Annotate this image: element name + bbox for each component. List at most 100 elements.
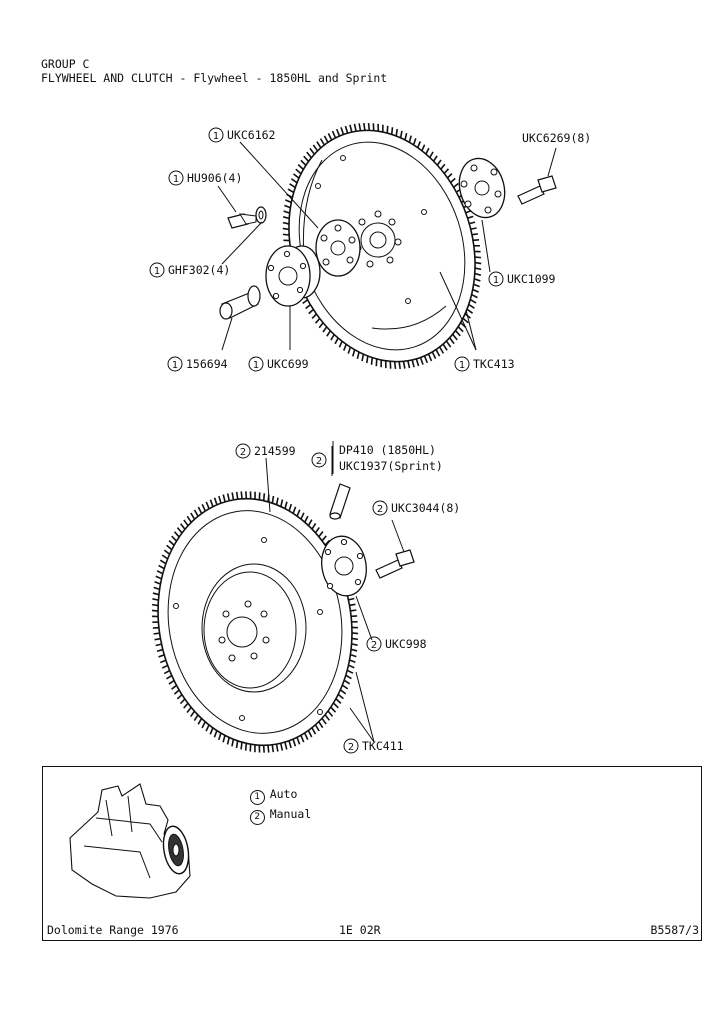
svg-text:1: 1 xyxy=(213,131,219,142)
gear-tooth xyxy=(318,322,324,329)
gear-tooth xyxy=(166,544,173,551)
gear-tooth xyxy=(262,493,266,501)
gear-tooth xyxy=(341,684,349,690)
gear-tooth xyxy=(306,151,312,159)
gear-tooth xyxy=(271,495,275,504)
page-title: FLYWHEEL AND CLUTCH - Flywheel - 1850HL … xyxy=(41,71,388,85)
gear-tooth xyxy=(296,509,301,517)
gear-tooth xyxy=(327,132,333,141)
drive-plate-ukc6162 xyxy=(315,219,361,277)
gear-tooth xyxy=(163,669,170,675)
gear-tooth xyxy=(330,334,335,341)
gear-tooth xyxy=(350,648,358,652)
gear-tooth xyxy=(349,124,353,133)
gear-tooth xyxy=(161,554,169,560)
gear-tooth xyxy=(365,355,369,364)
svg-text:UKC6269(8): UKC6269(8) xyxy=(522,131,591,145)
gear-tooth xyxy=(395,128,399,137)
gear-tooth xyxy=(318,531,324,538)
gear-tooth xyxy=(472,288,479,293)
gear-tooth xyxy=(282,221,290,225)
gear-tooth xyxy=(442,343,448,351)
adaptor-ukc699 xyxy=(265,245,321,307)
dowel-dp410 xyxy=(329,483,351,520)
gear-tooth xyxy=(322,326,328,333)
gear-tooth xyxy=(244,743,248,751)
gear-tooth xyxy=(398,361,401,370)
gear-tooth xyxy=(370,357,374,365)
gear-tooth xyxy=(407,360,411,369)
gear-tooth xyxy=(308,308,314,315)
gear-tooth xyxy=(290,178,298,184)
bolt-ukc3044 xyxy=(375,549,415,579)
gear-tooth xyxy=(159,559,167,565)
svg-text:2: 2 xyxy=(240,447,246,458)
gear-tooth xyxy=(159,659,167,664)
gear-tooth xyxy=(155,643,162,647)
gear-tooth xyxy=(152,592,160,596)
gear-tooth xyxy=(331,130,337,139)
gear-tooth xyxy=(350,653,357,658)
gear-tooth xyxy=(288,740,292,749)
gear-tooth xyxy=(474,261,482,265)
gear-tooth xyxy=(217,732,222,741)
gear-tooth xyxy=(312,144,319,152)
gear-tooth xyxy=(402,361,406,369)
gear-tooth xyxy=(193,714,199,721)
legend-number-badge: 1 xyxy=(249,790,265,805)
gear-tooth xyxy=(311,523,317,530)
gear-tooth xyxy=(466,308,474,314)
callout-tkc413: 1 TKC413 xyxy=(454,356,515,372)
gear-tooth xyxy=(471,293,478,299)
gear-tooth xyxy=(284,741,288,750)
gear-tooth xyxy=(303,155,310,162)
callout-ukc998: 2 UKC998 xyxy=(366,636,427,652)
gear-tooth xyxy=(335,128,341,137)
gear-tooth xyxy=(201,503,207,512)
gear-tooth xyxy=(344,125,349,134)
gear-tooth xyxy=(340,127,345,135)
gear-tooth xyxy=(348,664,355,669)
svg-text:1: 1 xyxy=(459,360,465,371)
gear-tooth xyxy=(240,491,243,499)
svg-text:1: 1 xyxy=(173,174,179,185)
svg-text:1: 1 xyxy=(253,360,259,371)
gear-tooth xyxy=(282,233,290,236)
gear-tooth xyxy=(287,188,295,194)
gear-tooth xyxy=(205,724,210,732)
svg-text:TKC413: TKC413 xyxy=(473,357,515,371)
gear-tooth xyxy=(173,531,180,538)
gear-tooth xyxy=(411,359,415,368)
gear-tooth xyxy=(176,527,183,534)
gear-tooth xyxy=(351,632,359,635)
gear-tooth xyxy=(427,353,433,362)
gear-tooth xyxy=(205,501,210,510)
callout-ukc6269: UKC6269(8) xyxy=(522,131,591,145)
gear-tooth xyxy=(304,515,309,523)
gear-tooth xyxy=(327,710,334,717)
gear-tooth xyxy=(438,346,445,354)
gear-tooth xyxy=(307,730,313,738)
gear-tooth xyxy=(337,693,344,700)
gear-tooth xyxy=(285,199,292,204)
gear-tooth xyxy=(470,227,477,230)
gear-tooth xyxy=(321,535,327,542)
gear-tooth xyxy=(231,739,235,747)
gear-tooth xyxy=(399,130,403,138)
gear-tooth xyxy=(450,177,456,184)
gear-tooth xyxy=(155,575,162,580)
gear-tooth xyxy=(363,122,366,131)
gear-tooth xyxy=(454,330,461,337)
gear-tooth xyxy=(453,182,459,188)
gear-tooth xyxy=(323,135,329,143)
gear-tooth xyxy=(314,317,321,324)
gear-tooth xyxy=(300,734,305,743)
gear-tooth xyxy=(213,497,218,506)
flywheel-manual xyxy=(151,491,359,753)
svg-text:UKC1937(Sprint): UKC1937(Sprint) xyxy=(339,459,443,473)
gear-tooth xyxy=(332,702,339,709)
reinforcement-ukc998 xyxy=(321,535,367,597)
